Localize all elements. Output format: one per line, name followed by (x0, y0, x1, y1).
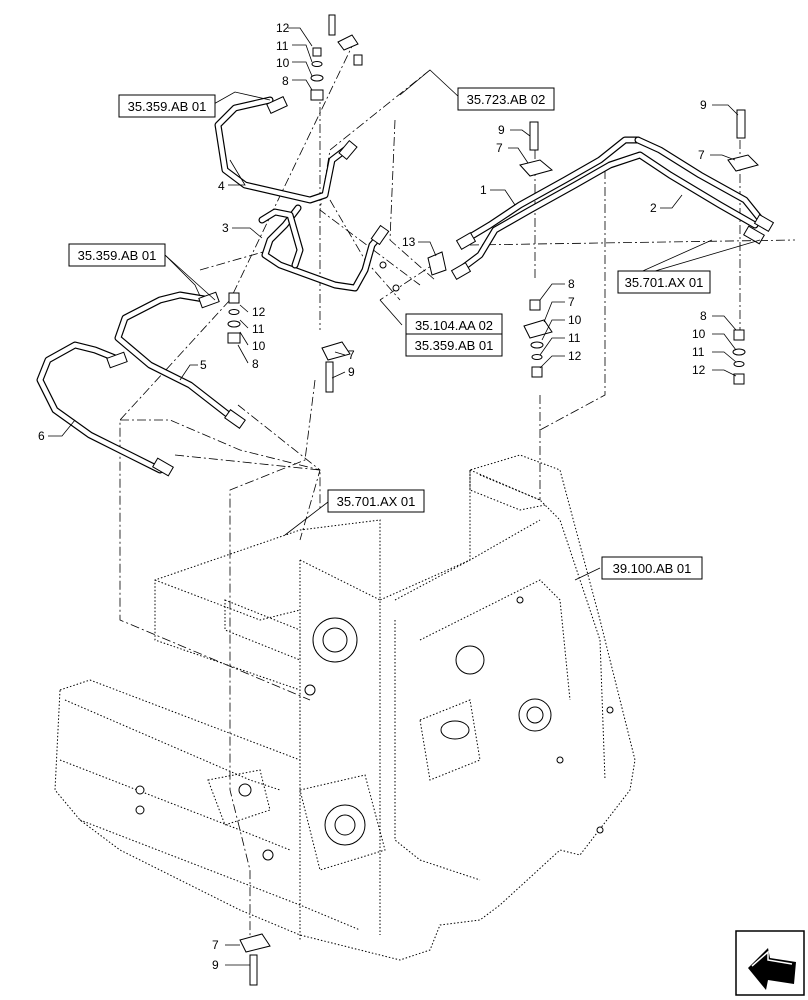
ref-label-6[interactable]: 35.701.AX 01 (617, 270, 711, 294)
svg-text:35.104.AA 02: 35.104.AA 02 (415, 318, 493, 333)
callout-11: 11 (568, 331, 581, 345)
callout-11: 11 (252, 322, 265, 336)
svg-text:35.723.AB 02: 35.723.AB 02 (467, 92, 546, 107)
callout-7: 7 (348, 348, 355, 362)
ref-label-2[interactable]: 35.723.AB 02 (457, 87, 555, 111)
callout-12: 12 (692, 363, 706, 377)
ref-label-3[interactable]: 35.359.AB 01 (68, 243, 166, 267)
callout-11: 11 (276, 39, 289, 53)
callout-6: 6 (38, 429, 45, 443)
tube-5 (114, 291, 246, 429)
ref-label-8[interactable]: 39.100.AB 01 (601, 556, 703, 580)
callout-7: 7 (698, 148, 705, 162)
ref-label-5[interactable]: 35.359.AB 01 (405, 333, 503, 357)
callout-10: 10 (252, 339, 266, 353)
svg-text:35.701.AX 01: 35.701.AX 01 (625, 275, 704, 290)
callout-2: 2 (650, 201, 657, 215)
svg-text:35.359.AB 01: 35.359.AB 01 (128, 99, 207, 114)
callout-4: 4 (218, 179, 225, 193)
tube-1 (450, 136, 759, 281)
svg-text:35.359.AB 01: 35.359.AB 01 (78, 248, 157, 263)
callout-3: 3 (222, 221, 229, 235)
callout-10: 10 (568, 313, 582, 327)
frame-assembly (54, 454, 636, 961)
callout-13: 13 (402, 235, 416, 249)
callout-12: 12 (276, 21, 290, 35)
callout-10: 10 (276, 56, 290, 70)
svg-text:35.359.AB 01: 35.359.AB 01 (415, 338, 494, 353)
callout-9: 9 (348, 365, 355, 379)
callout-1: 1 (480, 183, 487, 197)
callout-8: 8 (700, 309, 707, 323)
svg-text:35.701.AX 01: 35.701.AX 01 (337, 494, 416, 509)
callout-12: 12 (568, 349, 582, 363)
callout-8: 8 (568, 277, 575, 291)
callout-7: 7 (496, 141, 503, 155)
callout-7: 7 (568, 295, 575, 309)
svg-text:39.100.AB 01: 39.100.AB 01 (613, 561, 692, 576)
callout-9: 9 (498, 123, 505, 137)
callout-9: 9 (700, 98, 707, 112)
ref-label-7[interactable]: 35.701.AX 01 (327, 489, 425, 513)
item-callouts: 12 11 10 8 4 3 12 11 10 8 5 6 7 9 9 7 1 … (38, 21, 707, 972)
tube-6 (36, 341, 174, 477)
tube-2 (634, 136, 775, 245)
callout-11: 11 (692, 345, 705, 359)
tube-4 (214, 96, 358, 204)
callout-12: 12 (252, 305, 266, 319)
back-arrow-icon[interactable] (735, 930, 805, 996)
callout-9: 9 (212, 958, 219, 972)
callout-8: 8 (282, 74, 289, 88)
callout-10: 10 (692, 327, 706, 341)
ref-label-4[interactable]: 35.104.AA 02 (405, 313, 503, 337)
callout-7: 7 (212, 938, 219, 952)
ref-label-1[interactable]: 35.359.AB 01 (118, 94, 216, 118)
callout-5: 5 (200, 358, 207, 372)
callout-8: 8 (252, 357, 259, 371)
tube-3 (258, 204, 390, 292)
